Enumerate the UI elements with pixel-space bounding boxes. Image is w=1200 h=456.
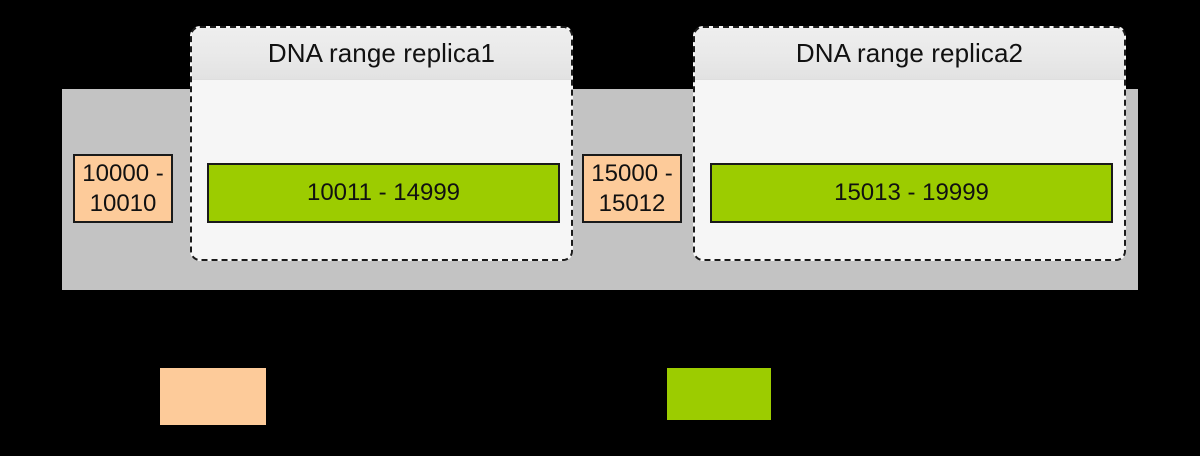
primary-range-box-2[interactable]: 15000 - 15012 bbox=[582, 154, 682, 223]
primary-range-swatch bbox=[160, 368, 266, 425]
replica-range-box-2[interactable]: 15013 - 19999 bbox=[710, 163, 1113, 223]
replica-range-box-1[interactable]: 10011 - 14999 bbox=[207, 163, 560, 223]
replica-container-1[interactable]: DNA range replica1 10011 - 14999 bbox=[190, 26, 573, 261]
legend bbox=[0, 350, 1200, 456]
replica-container-2[interactable]: DNA range replica2 15013 - 19999 bbox=[693, 26, 1126, 261]
replica-header-2: DNA range replica2 bbox=[695, 28, 1124, 80]
replica-title-1: DNA range replica1 bbox=[267, 38, 496, 68]
legend-item-primary bbox=[160, 368, 280, 425]
replica-title-2: DNA range replica2 bbox=[795, 38, 1024, 68]
replica-range-swatch bbox=[667, 368, 771, 420]
primary-range-box-1[interactable]: 10000 - 10010 bbox=[73, 154, 173, 223]
legend-item-replica bbox=[667, 368, 785, 420]
replica-header-1: DNA range replica1 bbox=[192, 28, 571, 80]
